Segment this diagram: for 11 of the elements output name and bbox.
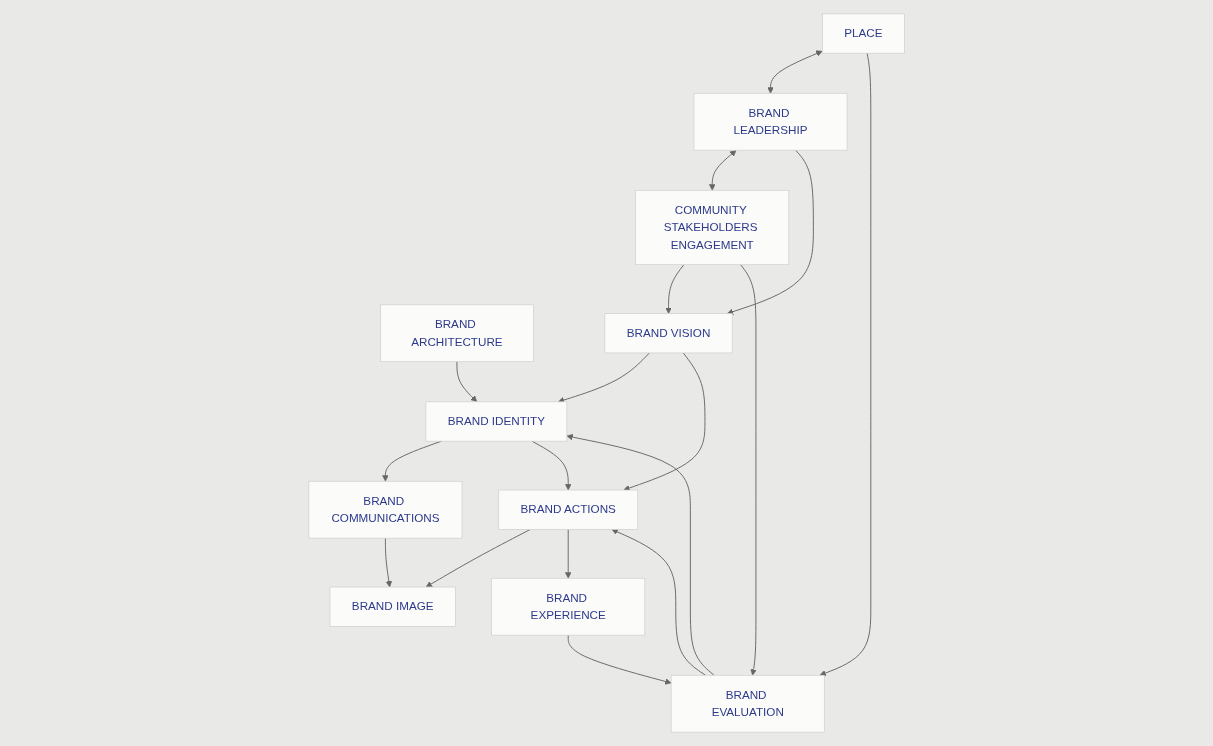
node-box: BRAND EXPERIENCE bbox=[491, 577, 645, 636]
node-box: BRAND IMAGE bbox=[329, 586, 456, 627]
node-box: BRAND COMMUNICATIONS bbox=[308, 480, 463, 539]
node-box: BRAND LEADERSHIP bbox=[693, 92, 848, 151]
node-box: BRAND ARCHITECTURE bbox=[379, 304, 534, 363]
node-box: BRAND ACTIONS bbox=[498, 489, 638, 530]
node-box: BRAND IDENTITY bbox=[425, 401, 568, 442]
node-box: PLACE bbox=[821, 13, 905, 54]
node-box: BRAND EVALUATION bbox=[670, 674, 825, 733]
node-box: COMMUNITY STAKEHOLDERS ENGAGEMENT bbox=[635, 189, 790, 266]
node-box: BRAND VISION bbox=[604, 313, 733, 354]
